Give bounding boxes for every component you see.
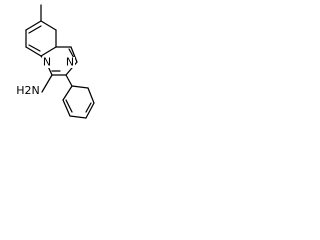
ring-bond [40, 20, 57, 31]
label-background [42, 57, 52, 68]
chemical-structure: N N H2N [16, 4, 95, 119]
phenyl-ring-bond [71, 85, 89, 89]
ring-nitrogen-top-label: N [66, 56, 74, 69]
phenyl-ring-bond [85, 102, 95, 119]
amine-label: H2N [16, 84, 40, 97]
ring-bond [28, 25, 42, 34]
ring-bond [70, 46, 78, 63]
ring-bond [25, 20, 42, 31]
phenyl-ring-bond [65, 99, 73, 113]
label-background [65, 57, 75, 68]
phenyl-ring-bond [87, 87, 95, 104]
ring-bond [65, 61, 78, 76]
ring-bond [68, 48, 75, 59]
ring-bond [25, 46, 42, 57]
ring-bond [28, 44, 41, 52]
phenyl-link-bond [65, 74, 73, 87]
phenyl-ring-bond [85, 102, 92, 113]
label-background [16, 84, 40, 97]
phenyl-ring-bond [62, 99, 71, 117]
phenyl-ring-bond [62, 85, 73, 101]
phenyl-ring-bond [69, 115, 87, 119]
ring-bond [40, 46, 57, 57]
ring-nitrogen-bottom-label: N [43, 56, 51, 69]
amine-bond [41, 74, 53, 93]
